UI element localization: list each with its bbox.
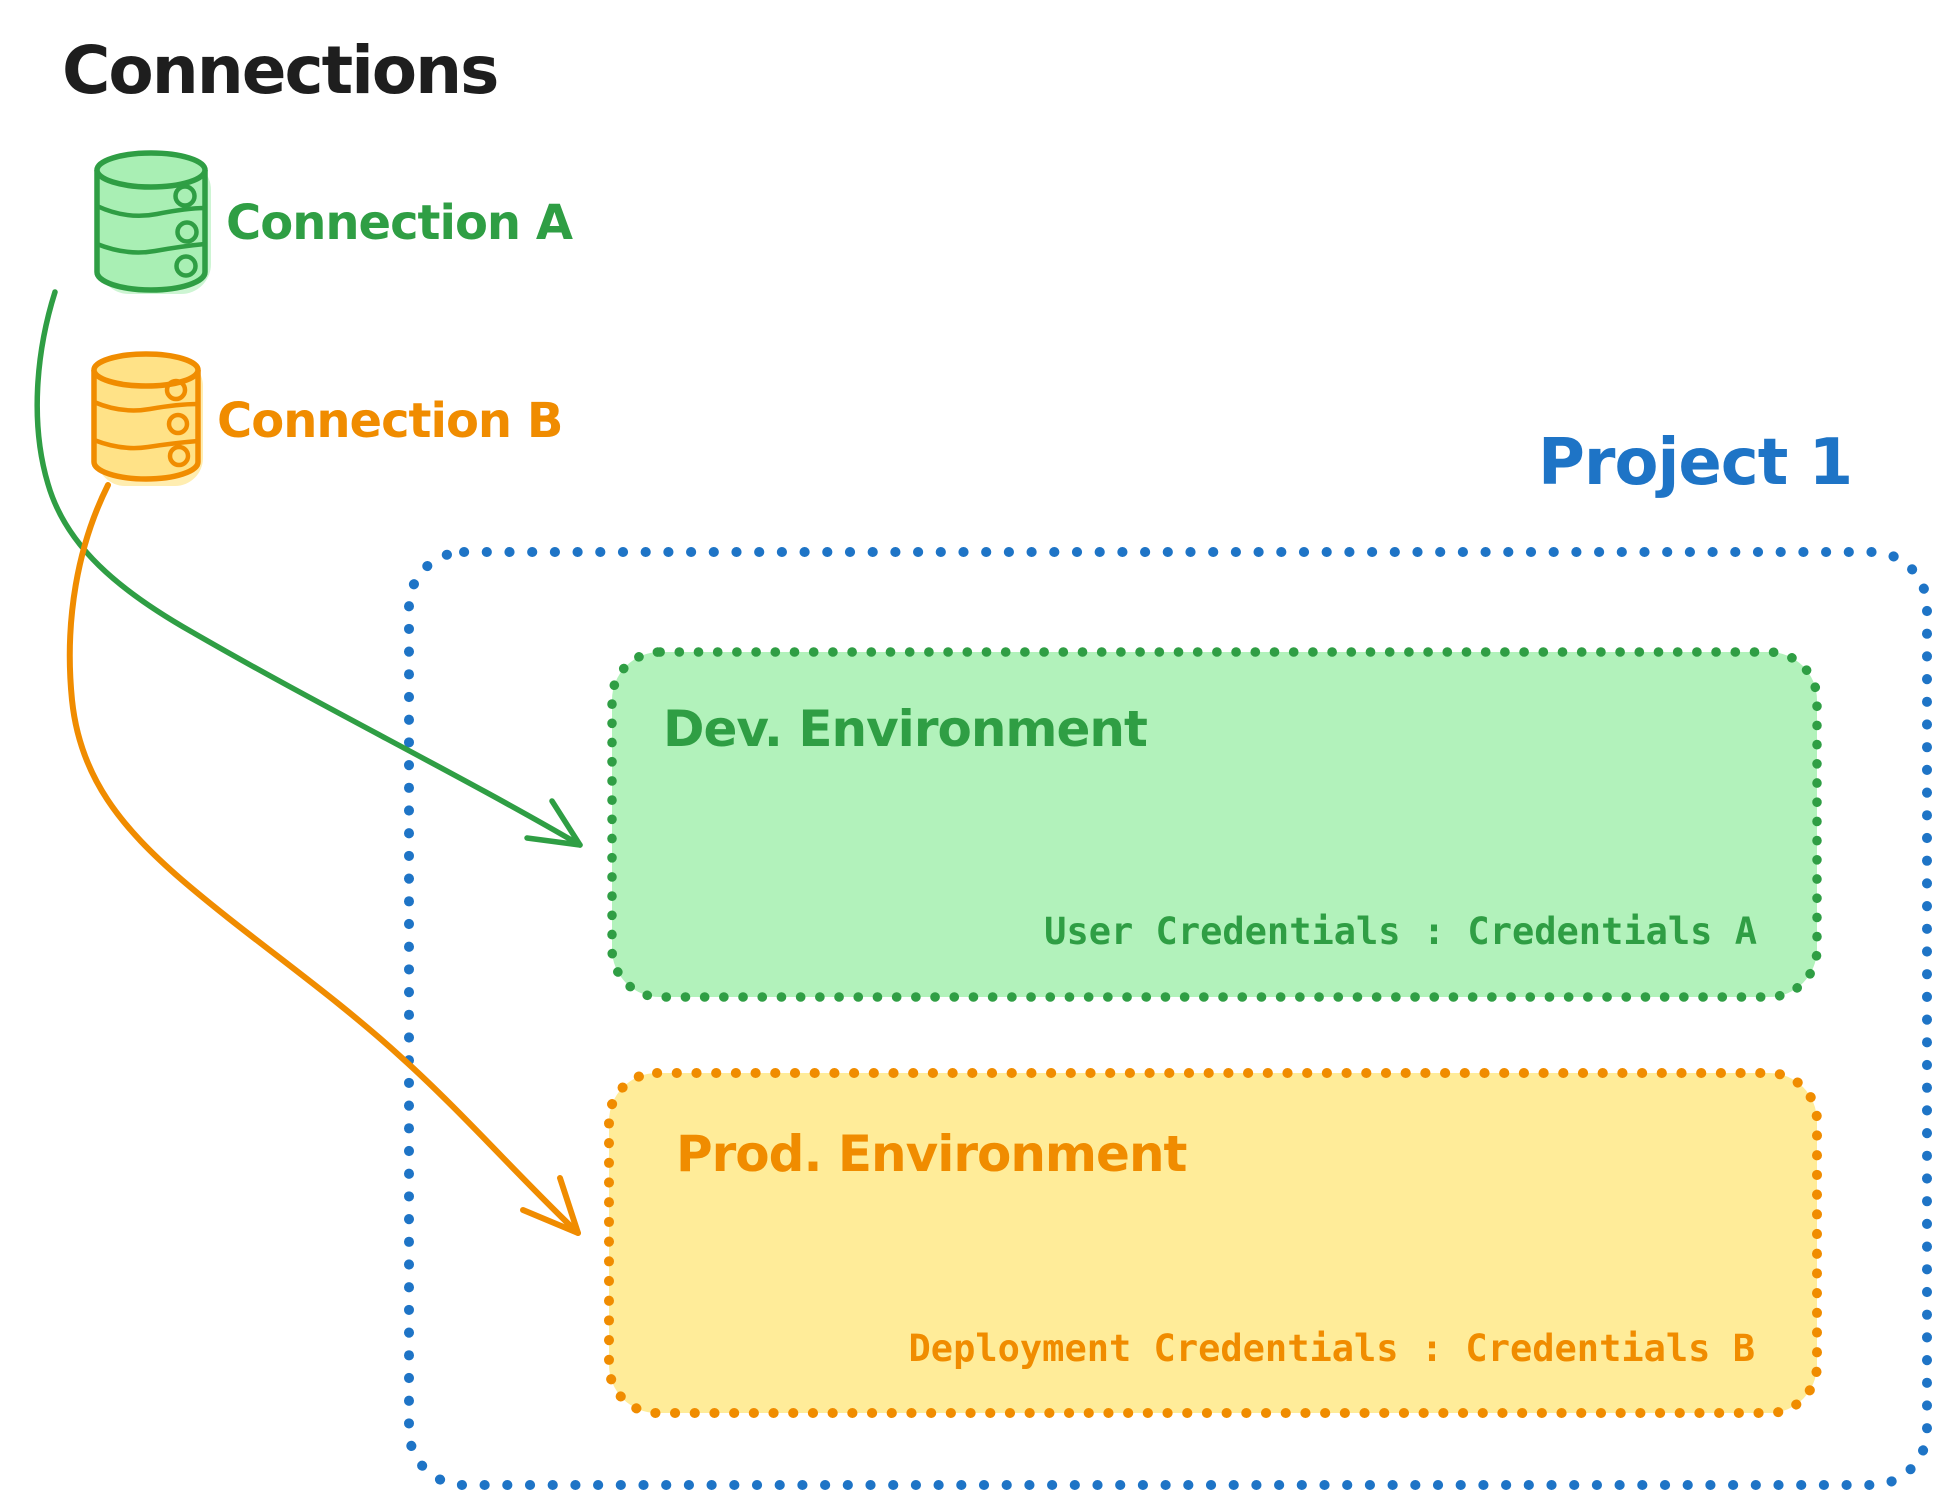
dev-environment-box [607, 647, 1822, 1002]
arrow-connection-a-to-dev [34, 289, 583, 848]
arrow-connection-b-to-prod [66, 482, 581, 1236]
connections-title: Connections [62, 32, 499, 109]
project-box [404, 547, 1932, 1490]
dev-environment-credentials: User Credentials : Credentials A [1044, 910, 1757, 953]
prod-environment-box [604, 1068, 1822, 1418]
database-icon-connection-b [91, 351, 203, 486]
project-title: Project 1 [1538, 426, 1853, 500]
dev-environment-title: Dev. Environment [663, 700, 1148, 758]
database-icon-connection-a [94, 150, 211, 294]
prod-environment-credentials: Deployment Credentials : Credentials B [908, 1327, 1755, 1370]
prod-environment-title: Prod. Environment [676, 1125, 1187, 1183]
connection-a-label: Connection A [226, 195, 573, 251]
connection-b-label: Connection B [217, 393, 563, 449]
